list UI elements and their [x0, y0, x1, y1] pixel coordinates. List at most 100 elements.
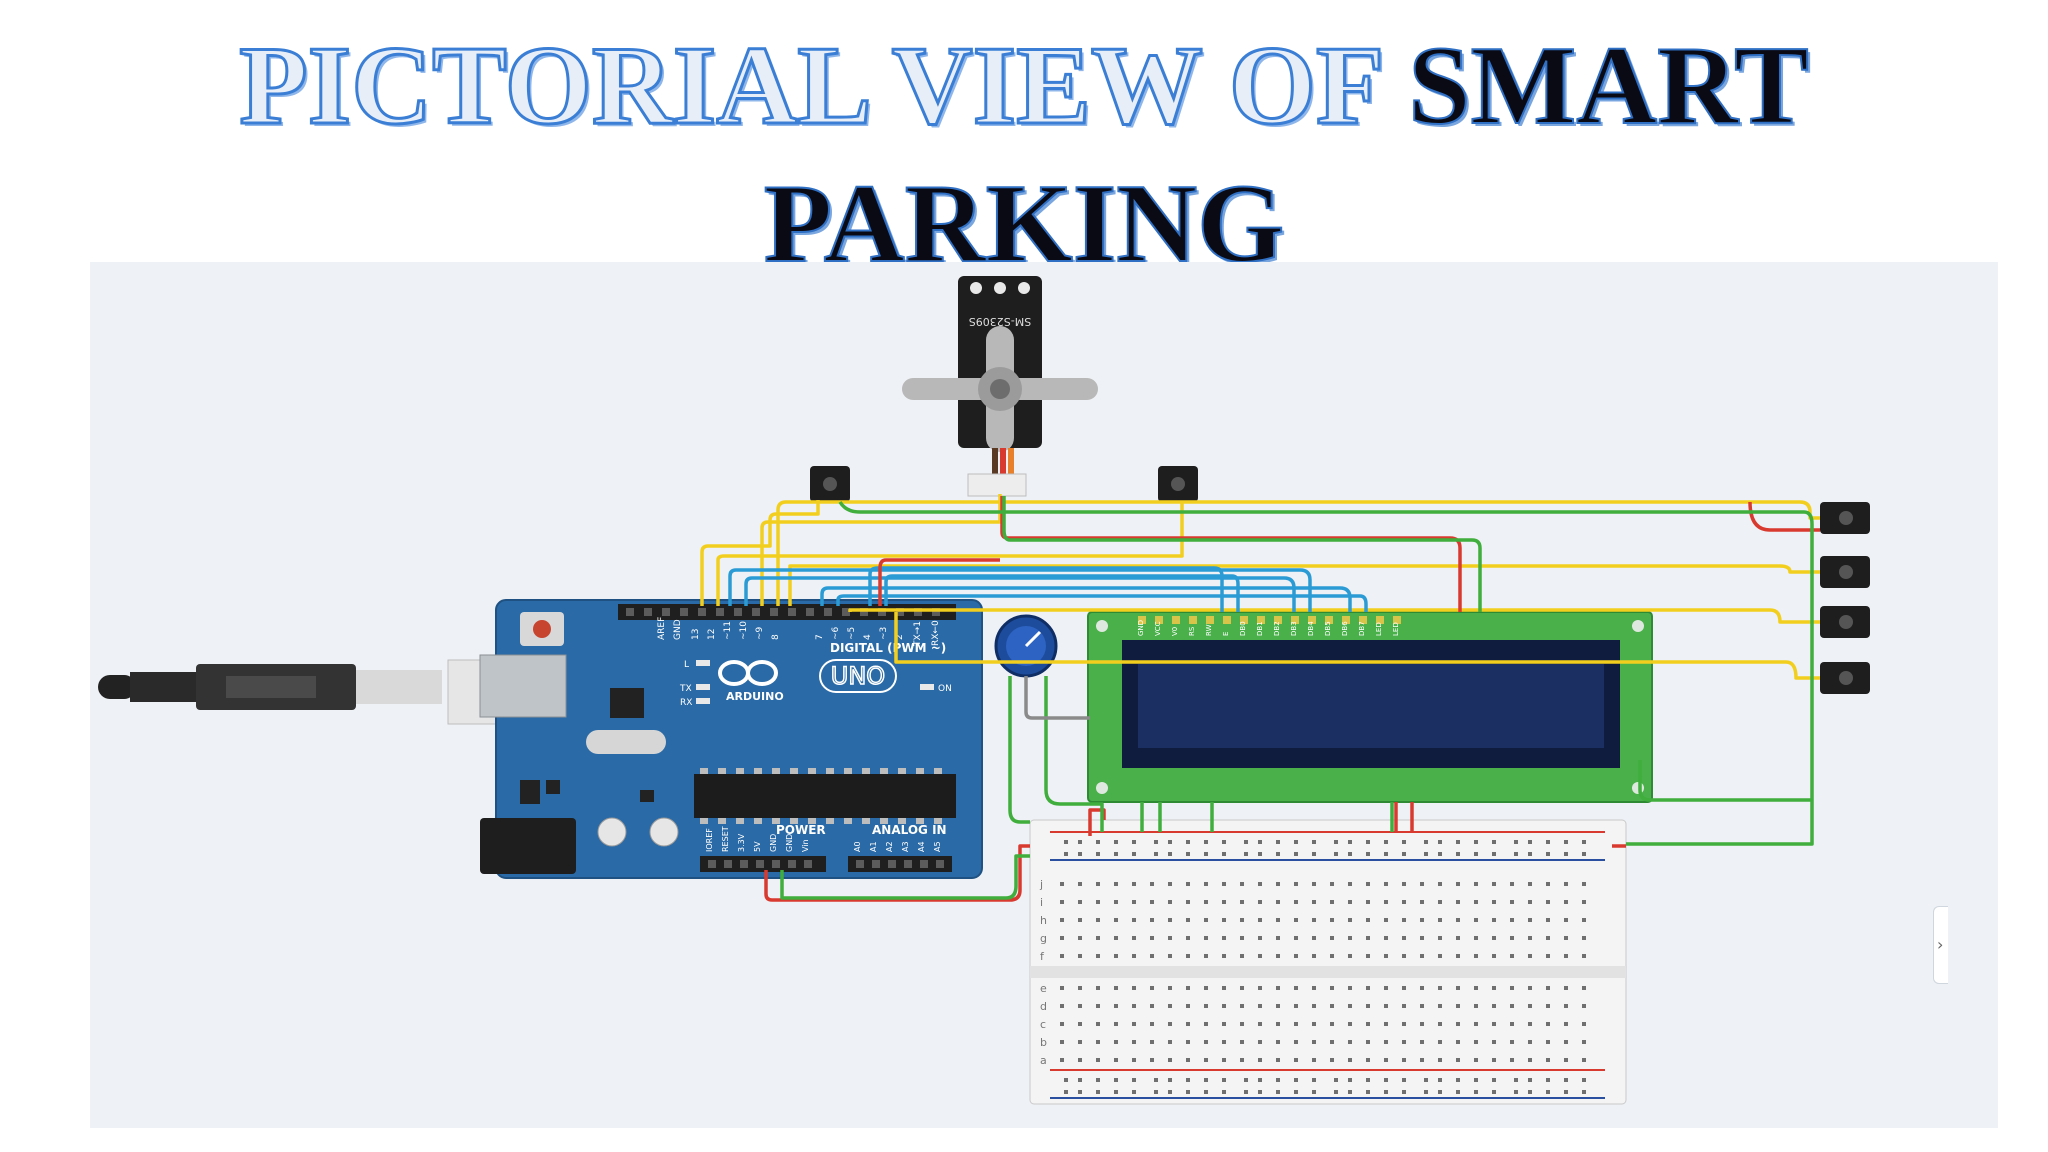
breadboard-hole: [1294, 918, 1298, 922]
circuit-canvas[interactable]: j i h g f e d c b a AREF: [90, 262, 1998, 1128]
breadboard-hole: [1546, 1090, 1550, 1094]
chip-pin: [718, 768, 726, 774]
breadboard-hole: [1582, 936, 1586, 940]
chip-pin: [916, 768, 924, 774]
chip-pin: [898, 818, 906, 824]
side-panel-toggle[interactable]: ›: [1933, 906, 1948, 984]
breadboard-hole: [1258, 852, 1262, 856]
breadboard-hole: [1222, 936, 1226, 940]
breadboard-hole: [1204, 954, 1208, 958]
breadboard[interactable]: j i h g f e d c b a: [1029, 819, 1627, 1105]
potentiometer[interactable]: [994, 614, 1058, 678]
svg-text:DB1: DB1: [1256, 621, 1264, 636]
breadboard-hole: [1528, 1040, 1532, 1044]
pin-label-10: ~10: [739, 621, 749, 640]
breadboard-hole: [1276, 1040, 1280, 1044]
breadboard-hole: [1258, 882, 1262, 886]
lcd-pin: [1393, 616, 1401, 624]
breadboard-hole: [1474, 1078, 1478, 1082]
breadboard-hole: [1528, 852, 1532, 856]
header-pin: [740, 860, 748, 868]
power-jack[interactable]: [480, 818, 576, 874]
breadboard-hole: [1096, 852, 1100, 856]
sensor-left-top[interactable]: [810, 466, 850, 502]
breadboard-hole: [1474, 1040, 1478, 1044]
servo-motor[interactable]: SM-S2309S: [902, 276, 1098, 497]
breadboard-hole: [1060, 986, 1064, 990]
breadboard-hole: [1564, 1040, 1568, 1044]
breadboard-hole: [1492, 840, 1496, 844]
row-letter-d: d: [1040, 1000, 1047, 1013]
breadboard-hole: [1456, 882, 1460, 886]
svg-text:L: L: [684, 660, 689, 670]
breadboard-hole: [1186, 936, 1190, 940]
wire-blue-db5: [820, 586, 1352, 612]
svg-text:A3: A3: [901, 841, 910, 852]
breadboard-hole: [1582, 986, 1586, 990]
pin-label-13: 13: [691, 629, 701, 640]
breadboard-hole: [1132, 1090, 1136, 1094]
breadboard-hole: [1424, 840, 1428, 844]
breadboard-hole: [1312, 900, 1316, 904]
breadboard-hole: [1222, 954, 1226, 958]
breadboard-hole: [1438, 918, 1442, 922]
breadboard-hole: [1258, 936, 1262, 940]
breadboard-hole: [1456, 918, 1460, 922]
breadboard-hole: [1222, 882, 1226, 886]
arduino-uno-board[interactable]: AREF GND 13 12 ~11 ~10 ~9 8 7 ~6 ~5 4 ~3…: [479, 599, 983, 879]
wire-green-pot-left: [1008, 676, 1030, 824]
breadboard-hole: [1510, 1004, 1514, 1008]
sensor-side-3[interactable]: [1820, 606, 1870, 638]
breadboard-hole: [1366, 1058, 1370, 1062]
breadboard-hole: [1312, 1058, 1316, 1062]
breadboard-hole: [1348, 852, 1352, 856]
breadboard-hole: [1474, 954, 1478, 958]
chip-pin: [754, 818, 762, 824]
breadboard-hole: [1564, 936, 1568, 940]
sensor-side-2[interactable]: [1820, 556, 1870, 588]
sensor-side-4[interactable]: [1820, 662, 1870, 694]
breadboard-hole: [1276, 986, 1280, 990]
breadboard-hole: [1244, 840, 1248, 844]
title-solid-text: SMART: [1407, 24, 1810, 148]
breadboard-hole: [1474, 882, 1478, 886]
sensor-right-top[interactable]: [1158, 466, 1198, 502]
breadboard-hole: [1168, 1090, 1172, 1094]
row-letter-g: g: [1040, 932, 1047, 945]
breadboard-hole: [1276, 1022, 1280, 1026]
breadboard-hole: [1078, 900, 1082, 904]
breadboard-hole: [1096, 986, 1100, 990]
breadboard-hole: [1222, 986, 1226, 990]
breadboard-hole: [1402, 852, 1406, 856]
breadboard-hole: [1384, 1040, 1388, 1044]
chip-pin: [862, 818, 870, 824]
breadboard-hole: [1258, 1078, 1262, 1082]
breadboard-hole: [1132, 1040, 1136, 1044]
breadboard-hole: [1474, 918, 1478, 922]
breadboard-hole: [1204, 882, 1208, 886]
breadboard-hole: [1204, 1090, 1208, 1094]
lcd-pins: [1138, 616, 1401, 624]
breadboard-hole: [1334, 852, 1338, 856]
chip-pin: [844, 768, 852, 774]
breadboard-hole: [1420, 1004, 1424, 1008]
breadboard-hole: [1078, 986, 1082, 990]
breadboard-hole: [1132, 852, 1136, 856]
breadboard-hole: [1168, 954, 1172, 958]
breadboard-hole: [1294, 1004, 1298, 1008]
breadboard-hole: [1312, 882, 1316, 886]
breadboard-hole: [1078, 882, 1082, 886]
breadboard-hole: [1492, 852, 1496, 856]
bottom-pin-labels: IOREF RESET 3.3V 5V GND GND Vin A0 A1 A2…: [705, 826, 942, 852]
wire-yellow-side-1: [776, 500, 1820, 606]
breadboard-hole: [1546, 954, 1550, 958]
lcd-16x2-display[interactable]: GND VCC V0 RS RW E DB0 DB1 DB2 DB3 DB4 D…: [1087, 611, 1653, 803]
breadboard-hole: [1564, 918, 1568, 922]
breadboard-hole: [1222, 840, 1226, 844]
uno-model-text: UNO: [831, 662, 885, 690]
sensor-side-1[interactable]: [1820, 502, 1870, 534]
wire-yellow-sensor-left: [700, 500, 820, 606]
breadboard-hole: [1456, 1090, 1460, 1094]
svg-text:GND: GND: [769, 834, 778, 852]
svg-text:DB2: DB2: [1273, 621, 1281, 636]
